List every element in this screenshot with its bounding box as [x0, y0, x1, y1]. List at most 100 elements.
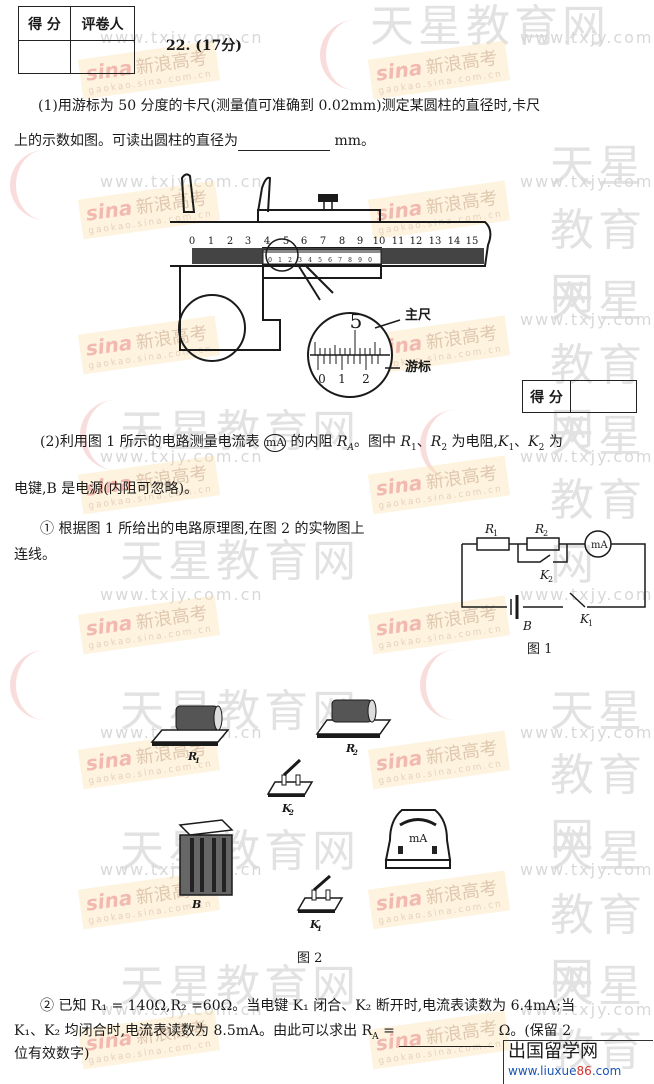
watermark-swoosh-icon — [10, 650, 70, 720]
svg-text:5: 5 — [318, 257, 322, 264]
step2-line1: ② 已知 R₁ = 140Ω,R₂ =60Ω。当电键 K₁ 闭合、K₂ 断开时,… — [40, 998, 575, 1014]
watermark-site-cn: 天星教育网 — [550, 411, 646, 590]
ra-answer-blank[interactable] — [399, 1045, 495, 1047]
grader-cell[interactable] — [70, 40, 135, 74]
svg-text:9: 9 — [357, 236, 363, 247]
svg-text:K: K — [539, 568, 550, 582]
svg-text:2: 2 — [548, 575, 553, 584]
fig2-caption: 图 2 — [297, 951, 322, 966]
watermark-site-cn: 天星教育网 — [120, 826, 360, 877]
svg-text:8: 8 — [348, 257, 352, 264]
fig1-caption: 图 1 — [527, 642, 552, 657]
watermark-site-cn: 天星教育网 — [120, 961, 360, 1012]
part1-line1: (1)用游标为 50 分度的卡尺(测量值可准确到 0.02mm)测定某圆柱的直径… — [38, 98, 541, 114]
part1-line2: 上的示数如图。可读出圆柱的直径为 mm。 — [14, 133, 376, 151]
watermark-swoosh-icon — [320, 20, 380, 90]
svg-text:1: 1 — [278, 257, 282, 264]
magnifier: 5 0 1 2 — [307, 309, 401, 398]
svg-text:1: 1 — [338, 372, 346, 386]
grader-header: 评卷人 — [70, 6, 135, 41]
svg-text:1: 1 — [493, 529, 498, 538]
question-points: (17分) — [195, 38, 242, 54]
svg-text:6: 6 — [301, 236, 307, 247]
svg-text:2: 2 — [352, 748, 358, 757]
svg-text:5: 5 — [350, 309, 363, 333]
vernier-caliper-figure: 0 1 2 3 4 5 6 7 8 9 10 11 12 13 14 15 0 … — [170, 173, 492, 398]
svg-text:1: 1 — [195, 756, 200, 765]
svg-text:1: 1 — [588, 619, 593, 628]
watermark-site-cn: 天星教育网 — [120, 536, 360, 587]
score-cell[interactable] — [570, 380, 637, 413]
svg-text:3: 3 — [298, 257, 302, 264]
components-fig2: mA R1 R2 K2 B K1 图 2 — [150, 699, 452, 966]
watermark-site-url: www.txjy.com.cn — [100, 447, 264, 466]
score-cell[interactable] — [18, 40, 71, 74]
step2-line2: K₁、K₂ 均闭合时,电流表读数为 8.5mA。由此可以求出 RA = Ω。(保… — [14, 1021, 571, 1047]
watermark-site-url: www.txjy.com.cn — [100, 28, 264, 47]
svg-text:6: 6 — [328, 257, 332, 264]
svg-text:8: 8 — [339, 236, 345, 247]
watermark-swoosh-icon — [80, 400, 140, 470]
svg-text:2: 2 — [543, 529, 548, 538]
watermark-site-url: www.txjy.com.cn — [520, 860, 654, 879]
question-number: 22. — [166, 38, 191, 54]
svg-text:15: 15 — [466, 236, 479, 247]
watermark-site-url: www.txjy.com.cn — [100, 585, 264, 604]
switch-k2-icon — [266, 758, 314, 797]
score-table-top: 得 分 评卷人 — [18, 6, 135, 74]
watermark-site-cn: 天星教育网 — [550, 961, 646, 1076]
svg-text:3: 3 — [245, 236, 251, 247]
svg-text:5: 5 — [283, 236, 289, 247]
svg-text:0: 0 — [318, 372, 326, 386]
svg-text:B: B — [191, 898, 201, 911]
svg-text:4: 4 — [308, 257, 312, 264]
watermark-site-cn: 天星教育网 — [370, 1, 610, 52]
svg-text:2: 2 — [288, 808, 294, 817]
svg-text:12: 12 — [410, 236, 423, 247]
svg-text:R: R — [534, 522, 544, 536]
watermark-site-url: www.txjy.com.cn — [520, 1000, 654, 1019]
question-header: 22. (17分) — [166, 36, 242, 56]
svg-text:13: 13 — [429, 236, 442, 247]
watermark-swoosh-icon — [420, 410, 480, 480]
vernier-scale-labels: 0 1 2 3 4 5 6 7 8 9 0 — [268, 257, 372, 264]
svg-text:2: 2 — [362, 372, 370, 386]
svg-text:0: 0 — [189, 236, 195, 247]
watermark-site-url: www.txjy.com.cn — [520, 28, 654, 47]
svg-text:R: R — [187, 750, 197, 763]
part2-line1: (2)利用图 1 所示的电路测量电流表 mA 的内阻 RA。图中 R1、R2 为… — [40, 434, 563, 453]
watermark-site-url: www.txjy.com.cn — [520, 310, 654, 329]
svg-text:7: 7 — [338, 257, 342, 264]
main-scale-labels: 0 1 2 3 4 5 6 7 8 9 10 11 12 13 14 15 — [189, 236, 479, 247]
diameter-answer-blank[interactable] — [238, 150, 330, 151]
watermark-site-url: www.txjy.com.cn — [100, 172, 264, 191]
svg-text:11: 11 — [392, 236, 405, 247]
svg-text:10: 10 — [373, 236, 386, 247]
switch-k1-icon — [296, 874, 344, 913]
svg-text:9: 9 — [358, 257, 362, 264]
watermark-site-cn: 天星教育网 — [550, 826, 646, 1005]
watermark-site-url: www.txjy.com.cn — [100, 1000, 264, 1019]
score-header: 得 分 — [522, 380, 571, 413]
svg-text:0: 0 — [368, 257, 372, 264]
watermark-site-cn: 天星教育网 — [550, 141, 646, 320]
watermark-site-url: www.txjy.com.cn — [520, 447, 654, 466]
resistor-r2-icon — [315, 699, 392, 738]
watermark-site-url: www.txjy.com.cn — [520, 585, 654, 604]
svg-text:K: K — [281, 802, 292, 815]
step1-line1: ① 根据图 1 所给出的电路原理图,在图 2 的实物图上 — [40, 521, 365, 537]
ammeter-symbol: mA — [264, 434, 287, 452]
watermark-swoosh-icon — [10, 150, 70, 220]
part2-line2: 电键,B 是电源(内阻可忽略)。 — [14, 481, 199, 497]
vernier-scale-label: 游标 — [405, 360, 432, 375]
svg-text:mA: mA — [591, 540, 608, 551]
battery-b-icon — [178, 819, 234, 896]
svg-text:7: 7 — [320, 236, 326, 247]
main-scale-label: 主尺 — [405, 308, 432, 323]
watermark-site-cn: 天星教育网 — [120, 406, 360, 457]
watermark-site-url: www.txjy.com.cn — [520, 172, 654, 191]
svg-text:2: 2 — [227, 236, 233, 247]
